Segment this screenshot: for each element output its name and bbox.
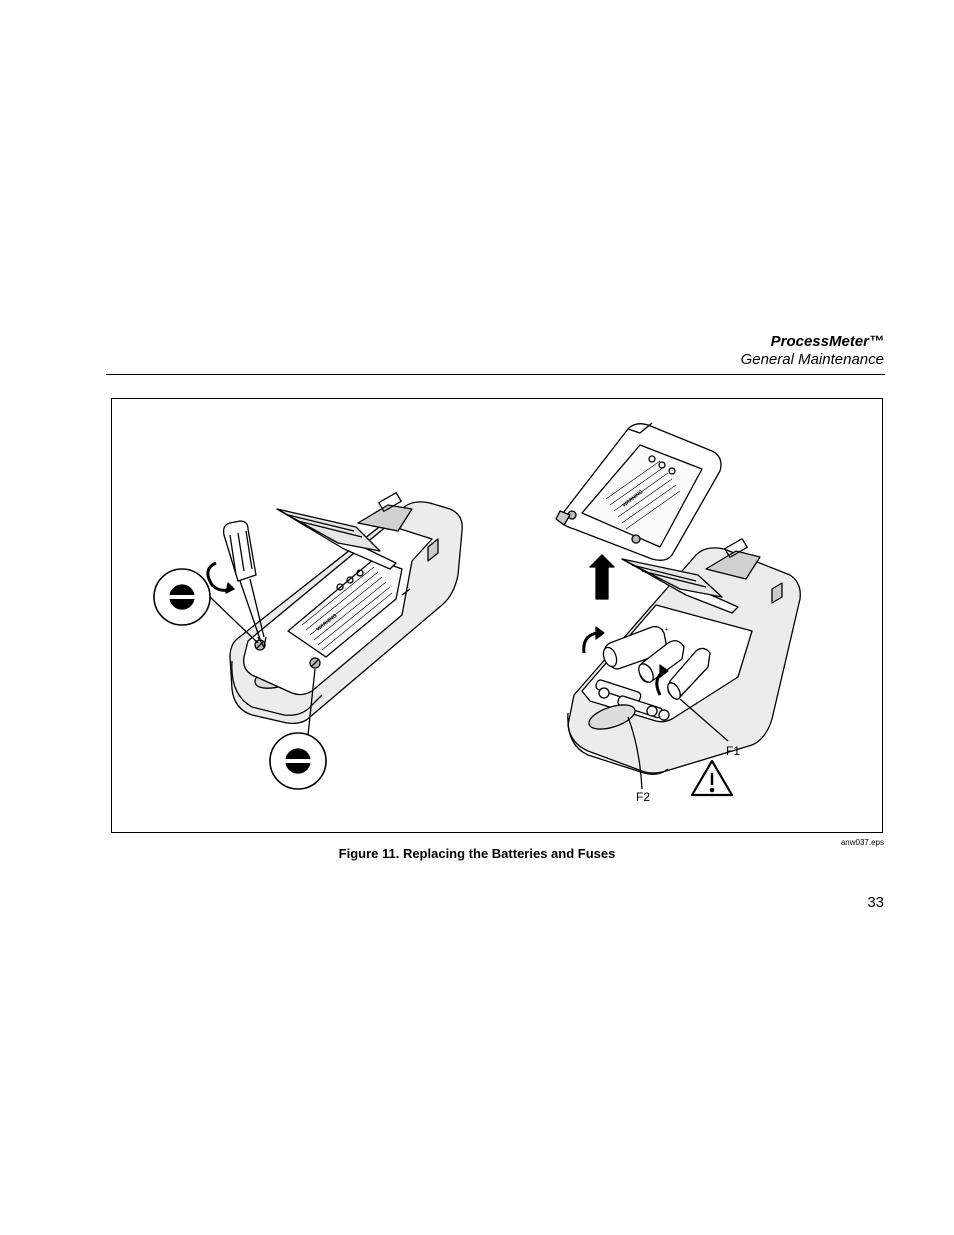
battery-door-removed <box>555 422 722 561</box>
section-title: General Maintenance <box>740 351 884 368</box>
figure-file-reference: anw037.eps <box>840 838 884 847</box>
header-divider <box>106 374 885 375</box>
page-number: 33 <box>867 894 884 911</box>
meter-open: − + − + <box>567 538 801 775</box>
figure-caption: Figure 11. Replacing the Batteries and F… <box>338 846 616 861</box>
screwdriver-icon <box>222 520 267 648</box>
lift-arrow-icon <box>589 554 615 600</box>
battery-fuse-illustration: − + − + <box>153 422 801 804</box>
rotate-arrow-icon <box>206 561 233 592</box>
slotted-screw-icon <box>153 568 259 644</box>
callout-f2: F2 <box>636 790 650 804</box>
slotted-screw-icon <box>269 668 327 790</box>
figure-frame: − + − + <box>111 398 883 833</box>
fuse-2-leader <box>627 716 643 790</box>
fuse-1-leader <box>679 698 729 742</box>
document-title: ProcessMeter™ <box>770 333 884 350</box>
meter-closed <box>229 492 463 725</box>
warning-triangle-icon <box>690 759 734 797</box>
callout-f1: F1 <box>726 744 740 758</box>
